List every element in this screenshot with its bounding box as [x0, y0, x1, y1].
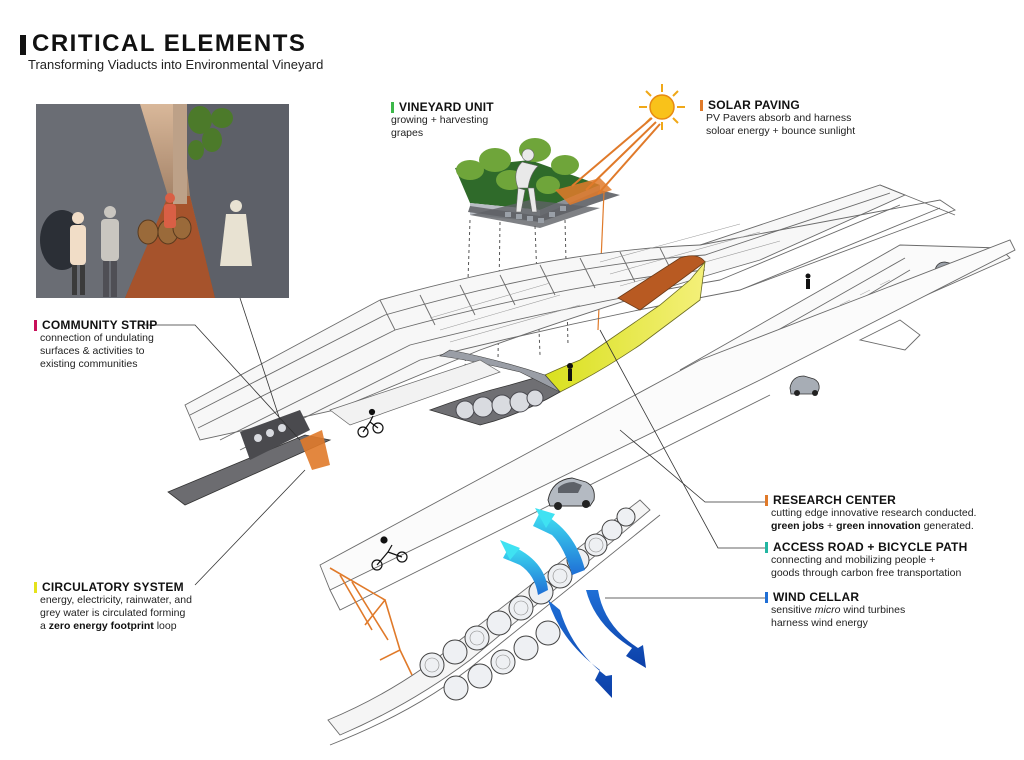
sun-rays [571, 117, 661, 195]
car-icon [789, 375, 820, 396]
solar-paving-line1: PV Pavers absorb and harness [706, 112, 852, 124]
wind-cellar-label: WIND CELLAR sensitive micro wind turbine… [765, 591, 905, 630]
car-icon [547, 477, 595, 510]
orange-marker [700, 100, 703, 111]
circulatory-system-label: CIRCULATORY SYSTEM energy, electricity, … [34, 581, 192, 633]
access-road-label: ACCESS ROAD + BICYCLE PATH connecting an… [765, 541, 967, 580]
community-strip-line3: existing communities [40, 358, 138, 370]
solar-paving-line2: soloar energy + bounce sunlight [706, 125, 856, 137]
research-center-plus: + [824, 520, 837, 532]
community-strip-line1: connection of undulating [40, 332, 154, 344]
wind-cellar-title: WIND CELLAR [773, 590, 860, 604]
research-center-line1: cutting edge innovative research conduct… [771, 507, 977, 519]
yellow-marker [34, 582, 37, 593]
vineyard-unit-line2: grapes [391, 127, 424, 139]
community-strip-label: COMMUNITY STRIP connection of undulating… [34, 319, 157, 371]
green-marker [391, 102, 394, 113]
research-center-green-jobs: green jobs [771, 520, 825, 532]
person-icon [805, 273, 811, 289]
orange-marker [765, 495, 768, 506]
community-strip-title: COMMUNITY STRIP [42, 318, 158, 332]
wind-cellar-micro: micro [814, 604, 841, 616]
page-title: CRITICAL ELEMENTS [32, 30, 307, 57]
research-center-generated: generated. [920, 520, 974, 532]
research-center [428, 255, 706, 426]
person-icon [567, 363, 573, 381]
person-icon [70, 212, 86, 295]
community-strip-line2: surfaces & activities to [40, 345, 145, 357]
solar-paving-title: SOLAR PAVING [708, 98, 800, 112]
solar-paving-label: SOLAR PAVING PV Pavers absorb and harnes… [700, 99, 855, 138]
circulatory-system-zero-energy: zero energy footprint [48, 620, 154, 632]
circulatory-system-title: CIRCULATORY SYSTEM [42, 580, 184, 594]
wind-arrow-icon [500, 508, 646, 698]
cyclist-icon [371, 536, 408, 571]
wind-cellar-line2: harness wind energy [771, 617, 868, 629]
wine-cellar-photo [36, 104, 289, 298]
research-center-green-innovation: green innovation [836, 520, 921, 532]
community-strip [167, 359, 501, 506]
page-subtitle: Transforming Viaducts into Environmental… [28, 57, 324, 72]
vineyard-unit-line1: growing + harvesting [391, 114, 489, 126]
orange-supports [329, 567, 413, 676]
access-road-line2: goods through carbon free transportation [771, 567, 962, 579]
research-center-title: RESEARCH CENTER [773, 493, 897, 507]
cyclist-icon [357, 408, 384, 438]
teal-marker [765, 542, 768, 553]
title-marker [20, 35, 26, 55]
blue-marker [765, 592, 768, 603]
access-road-title: ACCESS ROAD + BICYCLE PATH [773, 540, 968, 554]
wind-cellar-line1-post: wind turbines [840, 604, 906, 616]
access-road-line1: connecting and mobilizing people + [771, 554, 936, 566]
wind-cellar-line1-pre: sensitive [771, 604, 815, 616]
circulatory-system-line2: grey water is circulated forming [40, 607, 186, 619]
research-center-label: RESEARCH CENTER cutting edge innovative … [765, 494, 976, 533]
vineyard-unit-title: VINEYARD UNIT [399, 100, 494, 114]
circulatory-system-line1: energy, electricity, rainwater, and [40, 594, 192, 606]
vineyard-unit-illustration [455, 138, 620, 228]
circulatory-system-line3-pre: a [40, 620, 49, 632]
circulatory-system-line3-post: loop [153, 620, 177, 632]
magenta-marker [34, 320, 37, 331]
wind-cellar-turbines [419, 507, 636, 701]
leader-lines [140, 297, 765, 599]
